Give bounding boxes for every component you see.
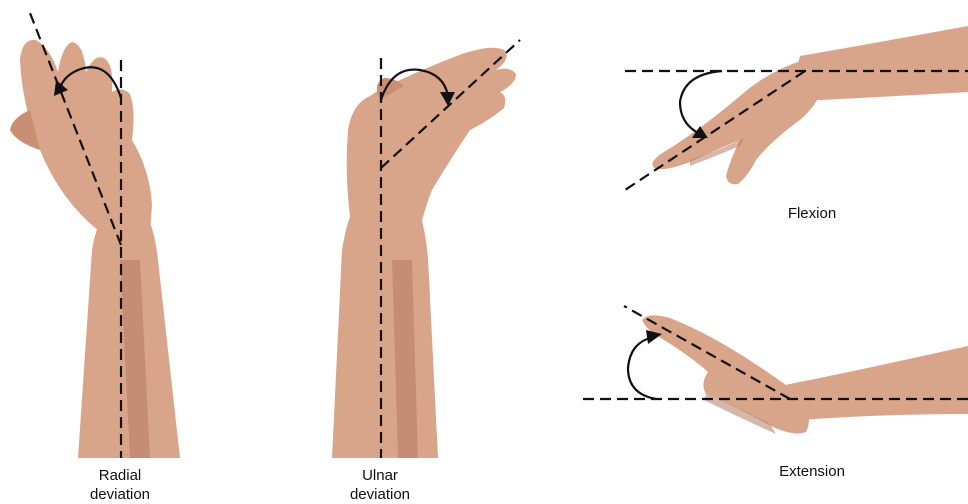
extension-angle-arc [628,338,656,399]
radial-deviation-panel [10,8,180,458]
extension-forearm-illustration [642,315,968,434]
flexion-label-text: Flexion [762,204,862,223]
ulnar-forearm-illustration [332,48,516,458]
extension-label: Extension [762,462,862,481]
flexion-forearm-illustration [652,26,968,184]
ulnar-deviation-label: Ulnar deviation [330,466,430,504]
flexion-panel [625,26,968,190]
radial-deviation-label-line1: Radial [70,466,170,485]
radial-deviation-label: Radial deviation [70,466,170,504]
radial-forearm-illustration [10,40,180,458]
flexion-label: Flexion [762,204,862,223]
ulnar-deviation-label-line1: Ulnar [330,466,430,485]
ulnar-deviation-panel [332,40,520,458]
radial-deviation-label-line2: deviation [70,485,170,504]
extension-label-text: Extension [762,462,862,481]
extension-panel [583,306,968,434]
ulnar-deviation-label-line2: deviation [330,485,430,504]
